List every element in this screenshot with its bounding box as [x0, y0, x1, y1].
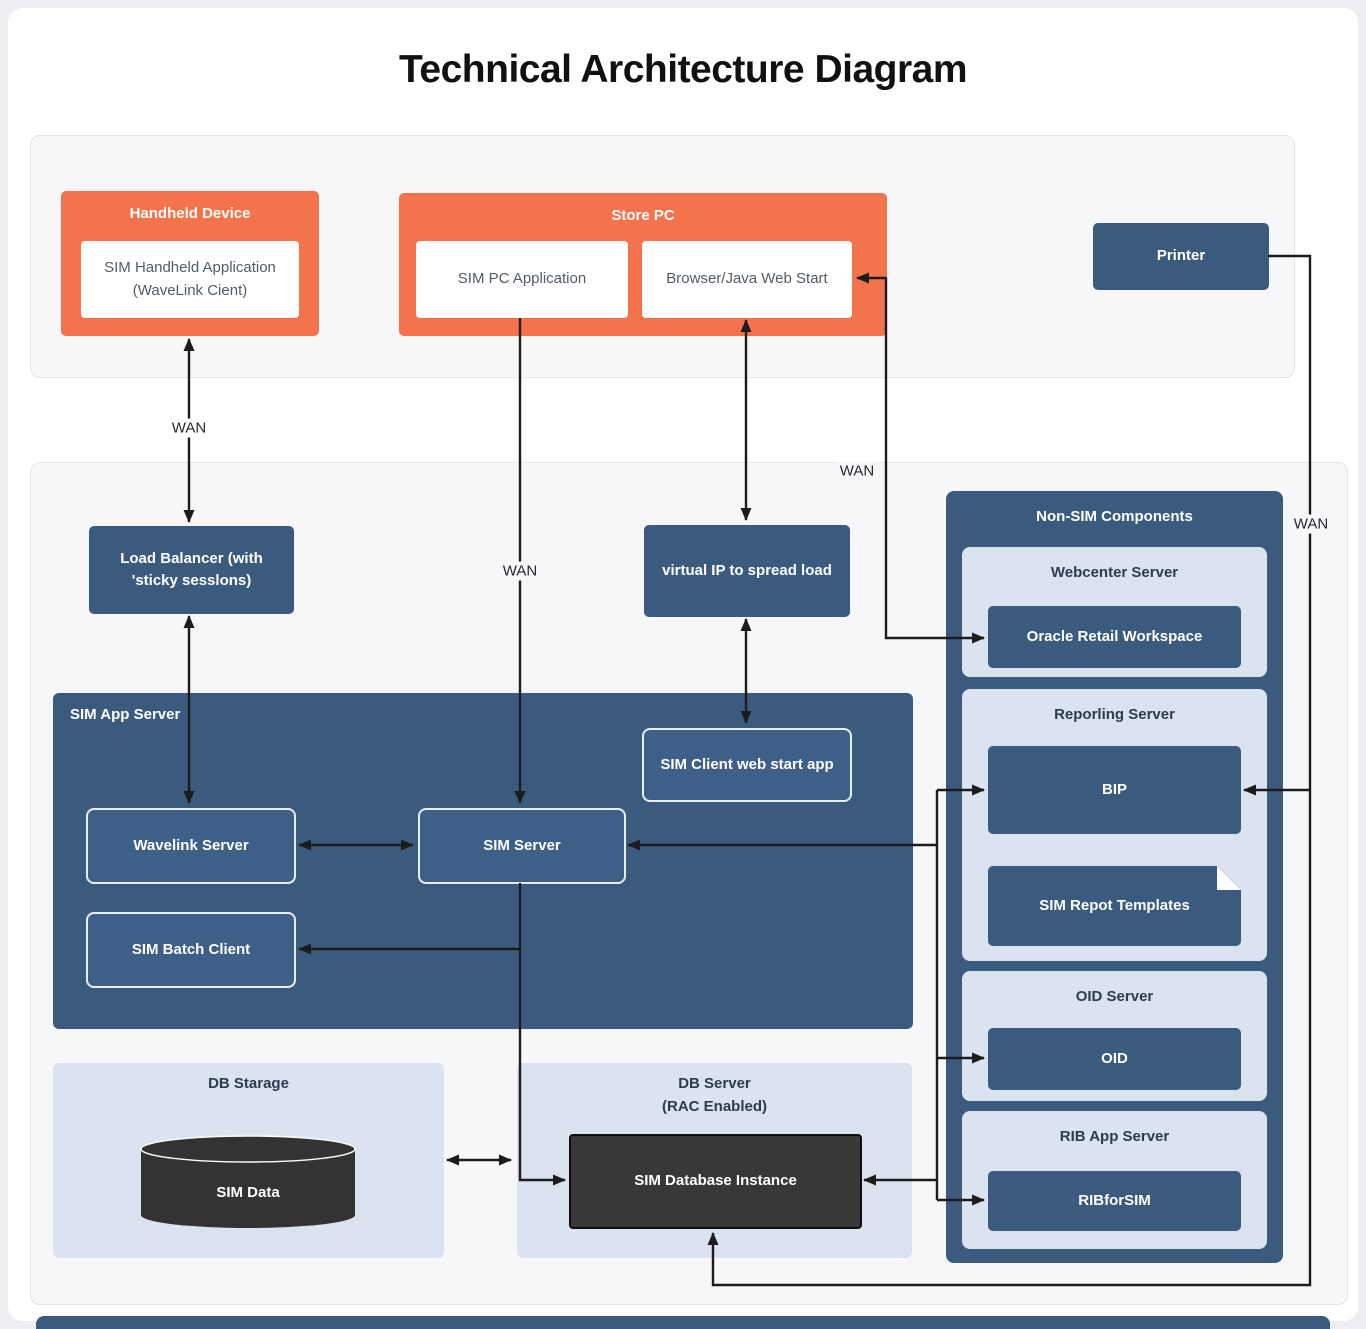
wavelink-server-label: Wavelink Server [133, 836, 249, 854]
node-sim-pc-application: SIM PC Application [416, 241, 628, 318]
node-virtual-ip: virtual IP to spread load [644, 525, 850, 617]
node-sim-batch-client: SIM Batch Client [86, 912, 296, 988]
db-server-panel: DB Server (RAC Enabled) SIM Database Ins… [517, 1063, 912, 1258]
db-storage-title: DB Starage [208, 1075, 289, 1092]
node-sim-client-web-start: SIM Client web start app [642, 728, 852, 802]
ribforsim-label: RIBforSIM [1078, 1191, 1151, 1209]
sim-app-server-title: SIM App Server [70, 706, 181, 723]
node-load-balancer: Load Balancer (with 'sticky sesslons) [89, 526, 294, 614]
node-oid: OID [988, 1028, 1241, 1090]
sim-client-web-start-label: SIM Client web start app [660, 755, 834, 773]
sim-app-server-group: SIM App Server Wavelink Server SIM Serve… [53, 693, 913, 1029]
node-sim-database-instance: SIM Database Instance [569, 1134, 862, 1229]
webcenter-server-panel: Webcenter Server Oracle Retail Workspace [962, 547, 1267, 677]
node-wavelink-server: Wavelink Server [86, 808, 296, 884]
wan-label-handheld: WAN [166, 418, 212, 438]
page-fold-icon [1217, 866, 1241, 890]
rib-app-server-title: RIB App Server [1059, 1128, 1170, 1145]
sim-database-instance-label: SIM Database Instance [634, 1172, 797, 1190]
store-pc-group: Store PC SIM PC Application Browser/Java… [399, 193, 887, 336]
node-printer: Printer [1093, 223, 1269, 290]
node-browser-java-web-start: Browser/Java Web Start [642, 241, 852, 318]
bip-label: BIP [1101, 780, 1127, 798]
sim-data-label: SIM Data [216, 1184, 280, 1201]
handheld-device-title: Handheld Device [129, 205, 251, 222]
load-balancer-label: Load Balancer (with 'sticky sesslons) [120, 548, 263, 593]
non-sim-title: Non-SIM Components [1036, 508, 1193, 525]
db-server-subtitle: (RAC Enabled) [662, 1098, 767, 1115]
node-sim-data-cylinder: SIM Data [138, 1134, 358, 1230]
virtual-ip-label: virtual IP to spread load [662, 561, 832, 579]
store-pc-title: Store PC [611, 207, 675, 224]
client-tier-container: Handheld Device SIM Handheld Application… [30, 135, 1295, 378]
node-sim-handheld-app: SIM Handheld Application (WaveLink Cient… [81, 241, 299, 318]
handheld-device-group: Handheld Device SIM Handheld Application… [61, 191, 319, 336]
sim-pc-application-label: SIM PC Application [457, 270, 587, 288]
node-bip: BIP [988, 746, 1241, 834]
oid-label: OID [1101, 1049, 1128, 1067]
node-sim-server: SIM Server [418, 808, 626, 884]
node-ribforsim: RIBforSIM [988, 1171, 1241, 1231]
server-tier-container: Load Balancer (with 'sticky sesslons) vi… [30, 462, 1348, 1305]
wan-label-webstart: WAN [834, 461, 880, 481]
oid-server-panel: OID Server OID [962, 971, 1267, 1101]
non-sim-components-group: Non-SIM Components Webcenter Server Orac… [946, 491, 1283, 1263]
sim-handheld-app-label: SIM Handheld Application (WaveLink Cient… [104, 259, 276, 299]
rib-app-server-panel: RIB App Server RIBforSIM [962, 1111, 1267, 1249]
printer-label: Printer [1156, 247, 1206, 265]
reporting-server-panel: Reporling Server BIP SIM Repot Templates [962, 689, 1267, 961]
load-balancer-line2: 'sticky sesslons) [131, 572, 252, 589]
node-sim-report-templates: SIM Repot Templates [988, 866, 1241, 946]
webcenter-server-title: Webcenter Server [1050, 564, 1179, 581]
sim-report-templates-label: SIM Repot Templates [1039, 896, 1190, 914]
db-storage-panel: DB Starage SIM Data [53, 1063, 444, 1258]
node-oracle-retail-workspace: Oracle Retail Workspace [988, 606, 1241, 668]
oid-server-title: OID Server [1075, 988, 1154, 1005]
wan-label-store-pc: WAN [497, 561, 543, 581]
sim-batch-client-label: SIM Batch Client [131, 940, 251, 958]
oracle-retail-workspace-label: Oracle Retail Workspace [1026, 627, 1203, 645]
database-cylinder-icon [140, 1135, 356, 1228]
browser-java-web-start-label: Browser/Java Web Start [666, 270, 828, 288]
load-balancer-line1: Load Balancer (with [120, 549, 263, 567]
diagram-title: Technical Architecture Diagram [398, 48, 968, 91]
reporting-server-title: Reporling Server [1054, 706, 1175, 723]
db-server-title: DB Server [678, 1075, 751, 1092]
sim-server-label: SIM Server [483, 836, 561, 854]
bottom-strip [36, 1316, 1330, 1329]
wan-label-printer: WAN [1288, 514, 1334, 534]
